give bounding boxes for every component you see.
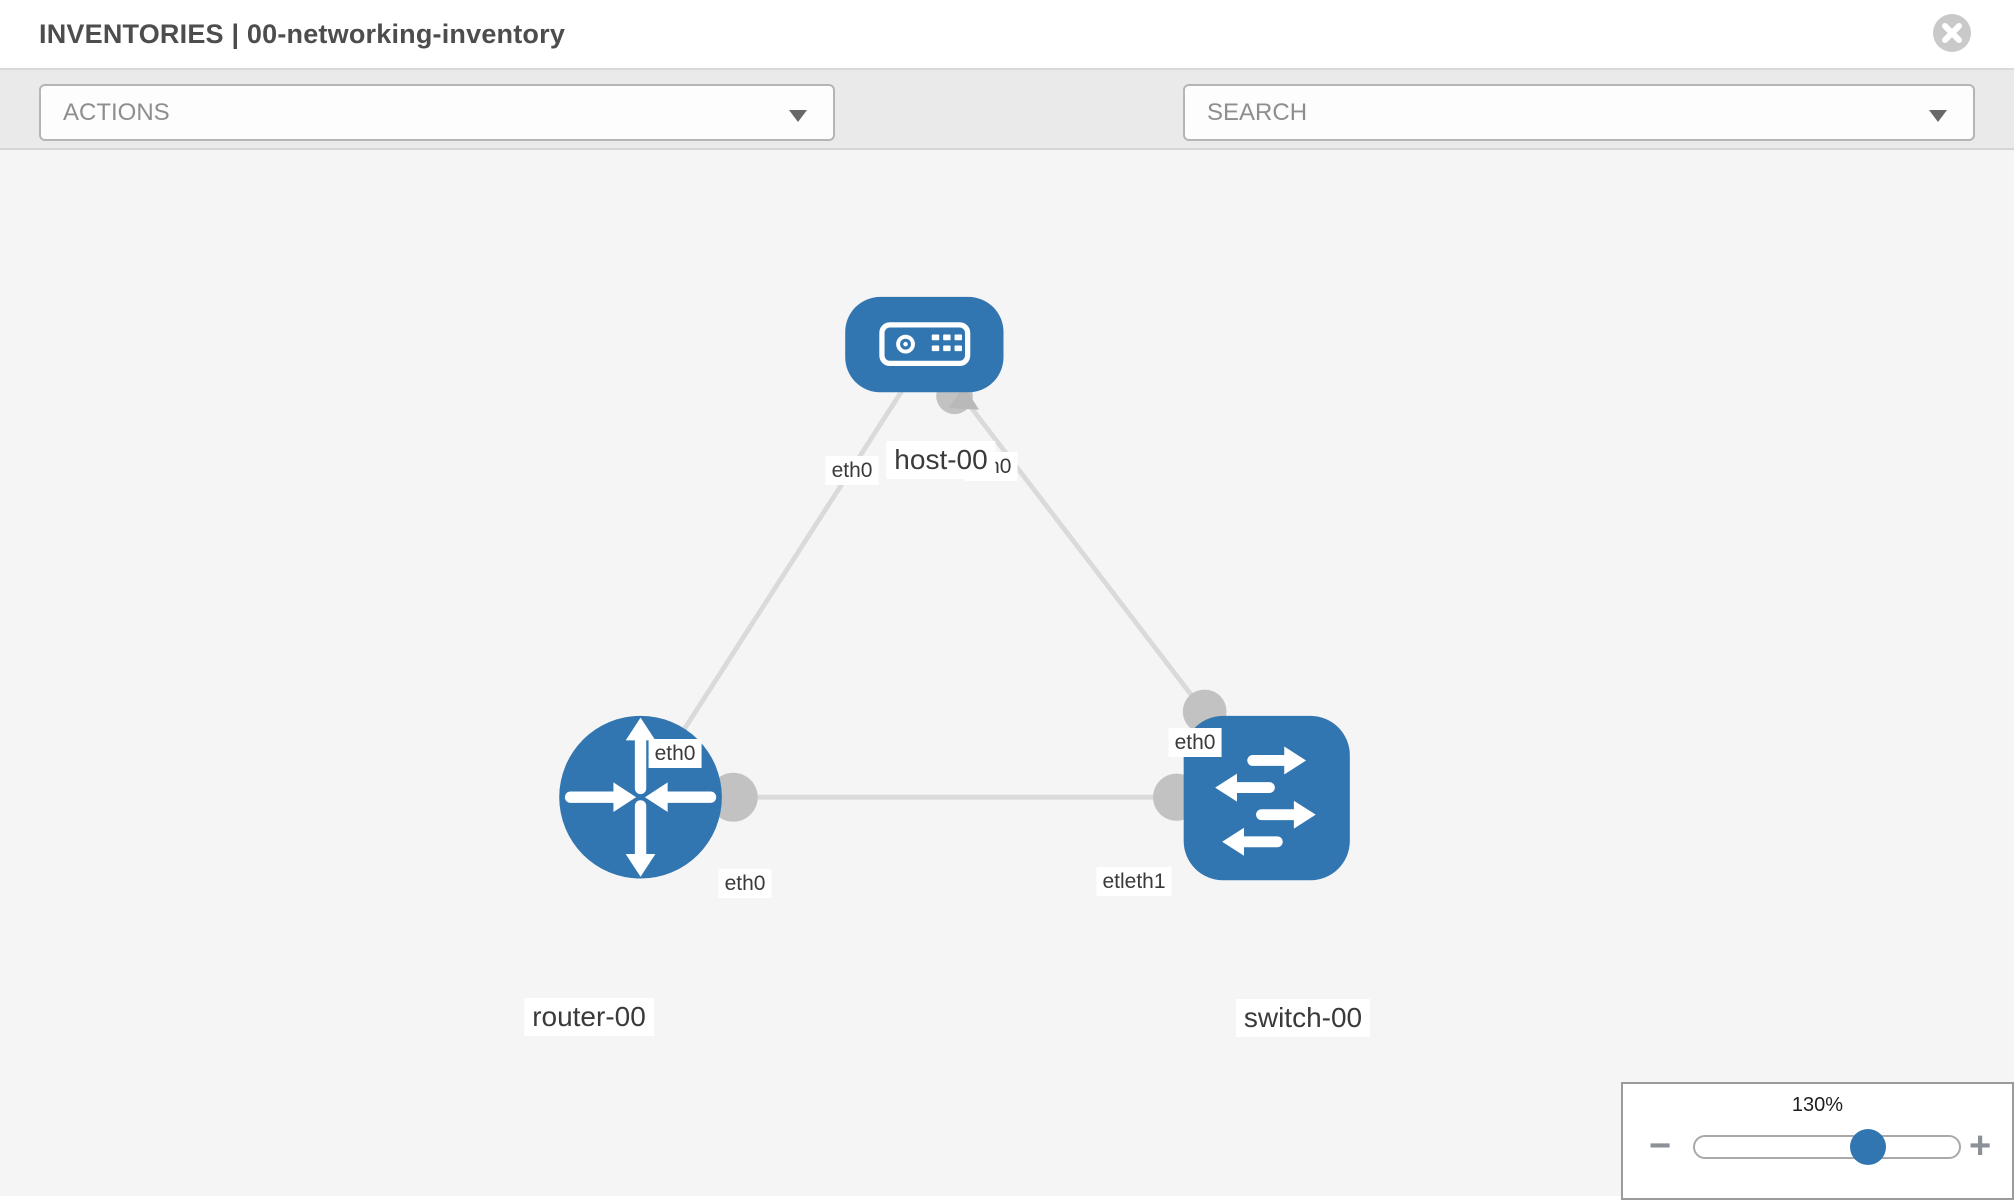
node-label-switch: switch-00 (1235, 999, 1371, 1037)
close-icon (1933, 14, 1971, 55)
port-router-eth0[interactable] (708, 772, 758, 822)
server-icon (879, 322, 971, 367)
search-dropdown-label: SEARCH (1207, 98, 1308, 126)
interface-label: eth0 (1168, 728, 1222, 758)
chevron-down-icon (789, 110, 807, 122)
interface-label: eth0 (825, 456, 879, 486)
actions-dropdown-label: ACTIONS (63, 98, 170, 126)
node-switch-00[interactable] (1183, 715, 1350, 881)
node-label-router: router-00 (524, 998, 654, 1036)
close-button[interactable] (1933, 14, 1971, 52)
zoom-slider-thumb[interactable] (1850, 1129, 1886, 1165)
zoom-level-label: 130% (1791, 1094, 1844, 1116)
zoom-out-button[interactable]: − (1649, 1125, 1672, 1167)
link-host-switch[interactable] (944, 374, 1207, 714)
topology-canvas[interactable]: eth0 eth0 eth0 eth0 eth0 etleth1 host-00… (0, 150, 2014, 1196)
zoom-slider-track[interactable] (1693, 1129, 1961, 1165)
interface-label: eth0 (648, 739, 702, 769)
node-label-host: host-00 (886, 441, 996, 479)
switch-icon (1215, 746, 1316, 856)
interface-label: etleth1 (1096, 867, 1172, 897)
toolbar: ACTIONS SEARCH (0, 70, 2014, 205)
zoom-widget: 130% − + (1621, 1082, 2014, 1200)
chevron-down-icon (1929, 110, 1947, 122)
node-host-00[interactable] (845, 296, 1004, 393)
link-router-host[interactable] (638, 374, 914, 799)
link-arrowhead (948, 386, 980, 410)
page-title: INVENTORIES | 00-networking-inventory (39, 18, 566, 49)
zoom-in-button[interactable]: + (1969, 1125, 1992, 1167)
interface-label: eth0 (718, 869, 772, 899)
header: INVENTORIES | 00-networking-inventory (0, 0, 2014, 70)
topology-svg (559, 296, 1350, 881)
search-dropdown[interactable]: SEARCH (1183, 84, 1975, 141)
router-icon (564, 717, 717, 877)
actions-dropdown[interactable]: ACTIONS (39, 84, 835, 141)
